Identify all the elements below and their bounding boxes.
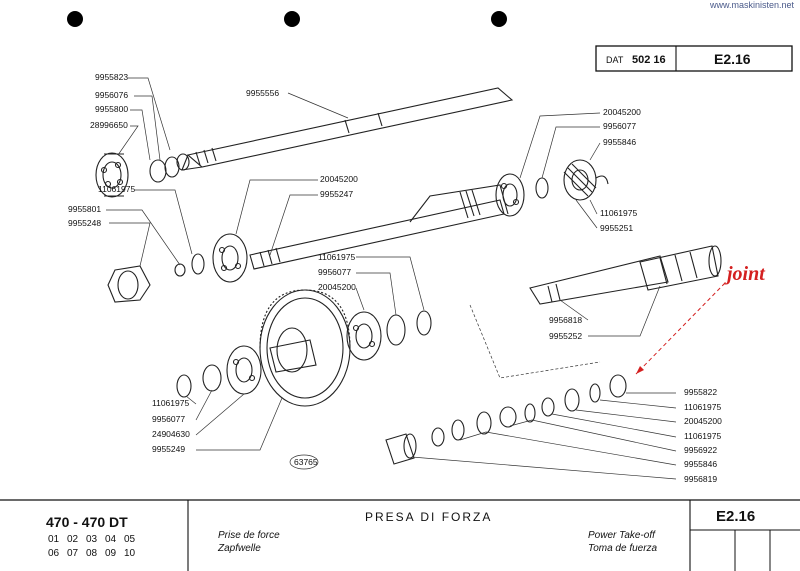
middle-shaft [249, 184, 509, 270]
part-label: 9955846 [684, 459, 717, 469]
variant-code: 07 [67, 548, 79, 559]
part-label: 11061975 [318, 252, 355, 262]
part-label: 9955251 [600, 223, 633, 233]
upper-shaft [181, 87, 514, 171]
variant-code: 01 [48, 534, 60, 545]
part-label: 11061975 [152, 398, 189, 408]
header-box: DAT 502 16 E2.16 [595, 45, 793, 72]
binder-hole-3 [491, 11, 507, 27]
dat-label: DAT [606, 55, 624, 65]
footer-page-code: E2.16 [716, 508, 756, 525]
middle-left-bearing-group [107, 233, 248, 303]
variant-code: 08 [86, 548, 98, 559]
part-label: 9956922 [684, 445, 717, 455]
part-label: 9955846 [603, 137, 636, 147]
variant-code: 05 [124, 534, 136, 545]
part-label: 9955556 [246, 88, 279, 98]
variant-code: 02 [67, 534, 79, 545]
part-label: 9955801 [68, 204, 101, 214]
part-label: 9955248 [68, 218, 101, 228]
joint-arrowhead [636, 366, 644, 374]
splined-sleeve [529, 245, 722, 305]
large-gear [259, 289, 351, 407]
variant-row-2: 06 07 08 09 10 [48, 548, 143, 559]
part-label: 9956076 [95, 90, 128, 100]
part-label: 9956818 [549, 315, 582, 325]
figure-reference: 63765 [294, 457, 318, 467]
footer-frame [0, 499, 800, 571]
title-en: Power Take-off [588, 530, 655, 541]
title-de: Zapfwelle [218, 543, 261, 554]
part-label: 9955822 [684, 387, 717, 397]
part-label: 9956077 [603, 121, 636, 131]
part-label: 9955823 [95, 72, 128, 82]
leader-lines [106, 77, 677, 480]
part-label: 11061975 [98, 184, 135, 194]
joint-annotation: joint [727, 263, 765, 285]
binder-hole-1 [67, 11, 83, 27]
part-label: 11061975 [600, 208, 637, 218]
part-label: 9955247 [320, 189, 353, 199]
part-label: 9956819 [684, 474, 717, 484]
title-fr: Prise de force [218, 530, 280, 541]
part-label: 20045200 [320, 174, 358, 184]
part-label: 11061975 [684, 402, 721, 412]
section-title: PRESA DI FORZA [365, 510, 493, 524]
variant-code: 09 [105, 548, 117, 559]
variant-code: 10 [124, 548, 136, 559]
title-es: Toma de fuerza [588, 543, 658, 554]
part-label: 20045200 [318, 282, 356, 292]
part-label: 9956077 [152, 414, 185, 424]
part-label: 9955800 [95, 104, 128, 114]
part-label: 11061975 [684, 431, 721, 441]
dat-number: 502 16 [632, 54, 666, 66]
variant-code: 06 [48, 548, 60, 559]
part-label: 24904630 [152, 429, 190, 439]
lower-left-bearing-group [176, 345, 262, 398]
variant-row-1: 01 02 03 04 05 [48, 534, 143, 545]
bottom-small-parts [385, 374, 627, 465]
part-label: 9956077 [318, 267, 351, 277]
model-number: 470 - 470 DT [46, 514, 128, 530]
upper-right-bearing-group [495, 159, 609, 217]
part-label: 20045200 [603, 107, 641, 117]
joint-arrow [635, 282, 726, 375]
part-label: 9955252 [549, 331, 582, 341]
middle-bearing-pack [346, 310, 432, 361]
part-labels: 9955823 9956076 9955800 28996650 9955556… [68, 72, 722, 484]
variant-code: 03 [86, 534, 98, 545]
part-label: 9955249 [152, 444, 185, 454]
upper-left-bearing-group [95, 152, 190, 198]
variant-code: 04 [105, 534, 117, 545]
watermark: www.maskinisten.net [709, 0, 794, 10]
part-label: 20045200 [684, 416, 722, 426]
binder-hole-2 [284, 11, 300, 27]
header-page-code: E2.16 [714, 51, 751, 67]
part-label: 28996650 [90, 120, 128, 130]
